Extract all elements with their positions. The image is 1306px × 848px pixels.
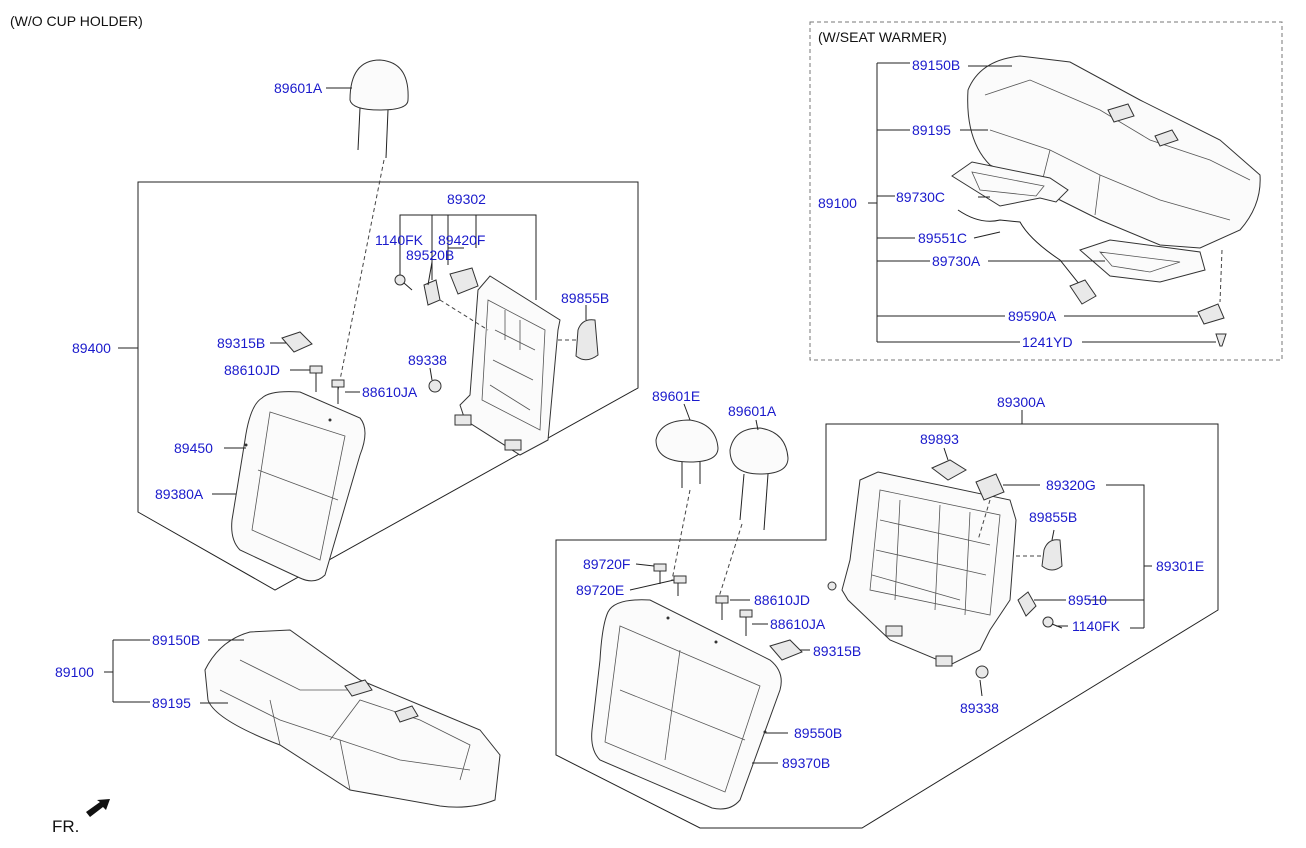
leader-89338-right <box>979 679 983 697</box>
front-indicator-label: FR. <box>52 817 79 836</box>
guide-88610ja-right <box>739 609 753 636</box>
seatback-cover-left <box>231 391 366 582</box>
seat-cushion-bottom <box>204 629 501 808</box>
guide-88610jd-top <box>309 365 323 392</box>
seat-warmer-box <box>809 21 1283 361</box>
label-88610ja-top[interactable]: 88610JA <box>362 384 418 400</box>
label-1241yd[interactable]: 1241YD <box>1022 334 1073 350</box>
header-w-seat-warmer: (W/SEAT WARMER) <box>818 29 947 45</box>
guide-89720e <box>673 575 687 596</box>
label-89301e[interactable]: 89301E <box>1156 558 1204 574</box>
heater-pad-89730c <box>951 161 1069 207</box>
bolt-1140fk-top <box>394 274 413 291</box>
latch-89520b <box>423 279 441 306</box>
heater-harness-89551c <box>957 209 1097 305</box>
heater-pad-89730a <box>1079 239 1206 283</box>
seatback-frame-right <box>827 471 1017 667</box>
label-89195-bottom[interactable]: 89195 <box>152 695 191 711</box>
cover-89893 <box>931 459 967 481</box>
label-89100-bottom[interactable]: 89100 <box>55 664 94 680</box>
label-89315b-top[interactable]: 89315B <box>217 335 265 351</box>
seatback-frame-left <box>454 275 561 456</box>
leader-89720f <box>635 563 655 567</box>
label-89601a-mid[interactable]: 89601A <box>728 403 777 419</box>
bracket-89301e <box>1003 484 1152 629</box>
label-89380a[interactable]: 89380A <box>155 486 204 502</box>
label-89338-top[interactable]: 89338 <box>408 352 447 368</box>
leader-89302 <box>399 214 537 300</box>
stopper-89338-right <box>975 665 989 679</box>
label-1140fk-right[interactable]: 1140FK <box>1072 618 1121 634</box>
stopper-89338-top <box>428 379 442 393</box>
release-89420f <box>449 267 479 295</box>
label-89893[interactable]: 89893 <box>920 431 959 447</box>
label-89400[interactable]: 89400 <box>72 340 111 356</box>
front-arrow-icon <box>86 799 110 817</box>
leader-89601e <box>683 403 691 421</box>
cover-89855b-top <box>575 319 599 361</box>
bracket-89100-warmer <box>868 62 1020 343</box>
headrest-89601e <box>655 419 719 488</box>
label-89730a[interactable]: 89730A <box>932 253 981 269</box>
seatback-cover-right <box>591 599 782 810</box>
guide-88610jd-right <box>715 595 729 620</box>
release-89320g <box>975 473 1005 501</box>
label-89730c[interactable]: 89730C <box>896 189 945 205</box>
headrest-89601a-mid <box>729 427 789 531</box>
guide-88610ja-top <box>331 379 345 404</box>
label-89550b[interactable]: 89550B <box>794 725 842 741</box>
seatback-group-frame-left <box>137 181 639 591</box>
label-89510[interactable]: 89510 <box>1068 592 1107 608</box>
leader-89338-top <box>429 367 433 381</box>
label-89590a[interactable]: 89590A <box>1008 308 1057 324</box>
label-89370b[interactable]: 89370B <box>782 755 830 771</box>
label-89551c[interactable]: 89551C <box>918 230 967 246</box>
label-89601e[interactable]: 89601E <box>652 388 700 404</box>
label-89601a-top[interactable]: 89601A <box>274 80 323 96</box>
leader-89855b-right <box>1051 529 1055 541</box>
label-89150b-warm[interactable]: 89150B <box>912 57 960 73</box>
headrest-top <box>349 59 409 159</box>
label-89320g[interactable]: 89320G <box>1046 477 1096 493</box>
label-89315b-right[interactable]: 89315B <box>813 643 861 659</box>
label-89100-warm[interactable]: 89100 <box>818 195 857 211</box>
seatback-group-frame-right <box>555 423 1219 829</box>
bezel-89315b-right <box>769 639 803 661</box>
label-89420f[interactable]: 89420F <box>438 232 485 248</box>
screw-1241yd <box>1215 333 1227 347</box>
guide-89720f <box>653 563 667 584</box>
leader-89893 <box>943 447 949 461</box>
label-89302[interactable]: 89302 <box>447 191 486 207</box>
label-89150b-bottom[interactable]: 89150B <box>152 632 200 648</box>
label-89450[interactable]: 89450 <box>174 440 213 456</box>
label-1140fk-top[interactable]: 1140FK <box>375 232 424 248</box>
bezel-89315b-top <box>281 331 313 353</box>
label-89855b-top[interactable]: 89855B <box>561 290 609 306</box>
label-89195-warm[interactable]: 89195 <box>912 122 951 138</box>
label-88610ja-right[interactable]: 88610JA <box>770 616 826 632</box>
label-88610jd-right[interactable]: 88610JD <box>754 592 810 608</box>
leader-89551c <box>973 231 1001 239</box>
label-89300a[interactable]: 89300A <box>997 394 1046 410</box>
leader-89720e <box>629 579 675 591</box>
controller-89590a <box>1197 249 1225 325</box>
label-89520b[interactable]: 89520B <box>406 247 454 263</box>
label-89720e[interactable]: 89720E <box>576 582 624 598</box>
label-89720f[interactable]: 89720F <box>583 556 630 572</box>
bracket-89100-bottom <box>104 639 150 703</box>
label-89338-right[interactable]: 89338 <box>960 700 999 716</box>
label-88610jd-top[interactable]: 88610JD <box>224 362 280 378</box>
label-89855b-right[interactable]: 89855B <box>1029 509 1077 525</box>
header-wo-cup-holder: (W/O CUP HOLDER) <box>10 13 143 29</box>
leader-89601a-mid <box>755 419 759 431</box>
seat-cushion-warmer <box>967 55 1261 249</box>
latch-89510 <box>1017 591 1037 617</box>
cover-89855b-right <box>1041 539 1063 571</box>
bolt-1140fk-right <box>1042 616 1063 629</box>
